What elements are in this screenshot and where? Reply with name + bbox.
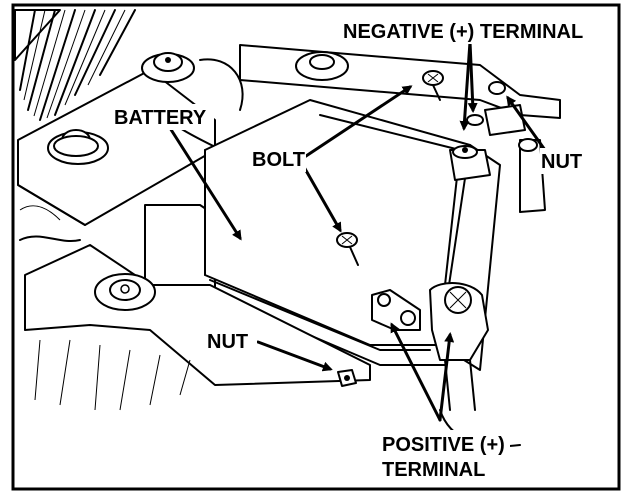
bolt-lower [336,232,359,266]
negative-terminal-label: NEGATIVE (+) TERMINAL [343,21,583,43]
bolt-label: BOLT [252,149,305,171]
callout-arrows [168,40,547,422]
nut-label-right: NUT [541,151,582,173]
bolt-upper [422,70,444,101]
bolt-head-top-bar [295,51,349,81]
positive-cable-boot [429,282,489,411]
bolt-head-upper [141,52,195,83]
positive-terminal-clamp [371,289,421,331]
nut-lower [337,369,357,387]
engine-bay-illustration [14,9,561,448]
positive-terminal-label-line2: TERMINAL [382,459,485,481]
radiator-fins [14,9,136,121]
figure-border [11,3,621,491]
bolt-head-left [47,129,109,165]
positive-terminal-label-line1: POSITIVE (+) [382,434,505,456]
battery-label: BATTERY [114,107,207,129]
negative-terminal-post [449,81,526,181]
bolt-head-lower [94,273,156,311]
nut-label-left: NUT [207,331,248,353]
